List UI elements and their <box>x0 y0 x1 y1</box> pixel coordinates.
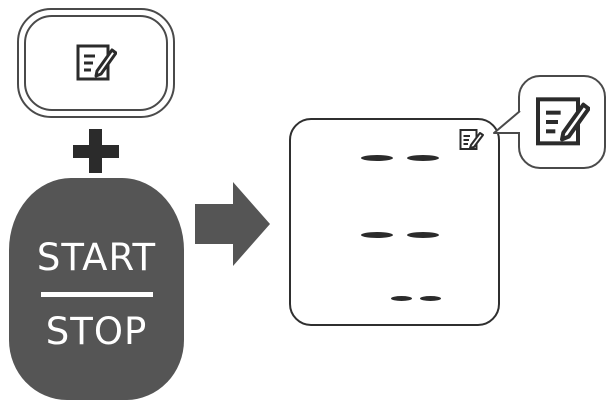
memo-indicator-icon <box>459 129 484 150</box>
memo-edit-icon <box>76 44 117 81</box>
start-stop-button[interactable]: START STOP <box>9 178 184 400</box>
plus-icon-vertical <box>89 129 102 173</box>
start-label: START <box>36 236 157 279</box>
display-segment <box>361 232 393 238</box>
display-segment <box>407 155 439 161</box>
display-segment <box>361 155 393 161</box>
memo-button-face[interactable] <box>24 15 168 111</box>
display-segment <box>407 232 439 238</box>
arrow-right-icon <box>195 182 270 266</box>
display-segment <box>391 296 412 301</box>
start-stop-divider <box>41 292 153 297</box>
display-panel <box>289 118 500 326</box>
callout-pointer <box>493 110 521 134</box>
stop-label: STOP <box>45 310 148 353</box>
memo-button[interactable] <box>17 8 175 118</box>
memo-edit-icon-large <box>536 97 590 146</box>
display-segment <box>420 296 441 301</box>
callout-bubble <box>518 75 606 169</box>
